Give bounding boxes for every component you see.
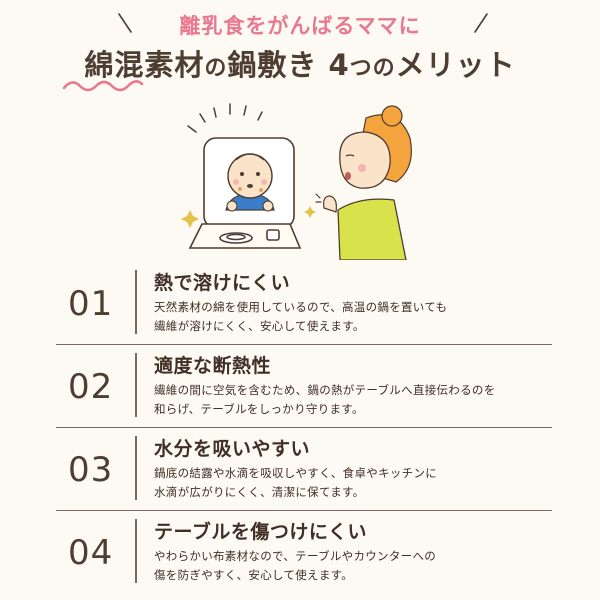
feature-number: 02: [68, 367, 114, 407]
feature-title: 適度な断熱性: [154, 355, 272, 377]
mother-illustration: [315, 105, 412, 260]
feature-description-line: やわらかい布素材なので、テーブルやカウンターへの: [154, 549, 437, 563]
title-end: メリット: [395, 48, 516, 82]
feature-description-line: 繊維の間に空気を含むため、鍋の熱がテーブルへ直接伝わるのを: [154, 383, 496, 397]
header: 離乳食をがんばるママに 綿混素材の鍋敷き 4つのメリット: [0, 0, 600, 100]
right-accent-slash-icon: [474, 13, 488, 33]
feature-title: 水分を吸いやすい: [154, 438, 311, 460]
feature-title: 熱で溶けにくい: [154, 272, 291, 294]
title-particle-1: の: [204, 56, 228, 81]
feature-divider: [135, 519, 137, 583]
feature-item-4: 04 テーブルを傷つけにくい やわらかい布素材なので、テーブルやカウンターへの …: [56, 511, 552, 593]
feature-item-1: 01 熱で溶けにくい 天然素材の綿を使用しているので、高温の鍋を置いても 繊維が…: [56, 262, 552, 345]
feature-description: 鍋底の結露や水滴を吸収しやすく、食卓やキッチンに 水滴が広がりにくく、清潔に保て…: [154, 464, 544, 502]
feature-divider: [135, 353, 137, 417]
mother-and-baby-illustration: [181, 103, 412, 260]
feature-number: 04: [68, 533, 114, 573]
feature-description-line: 繊維が溶けにくく、安心して使えます。: [154, 319, 365, 333]
baby-in-highchair-illustration: [225, 153, 275, 212]
feature-item-2: 02 適度な断熱性 繊維の間に空気を含むため、鍋の熱がテーブルへ直接伝わるのを …: [56, 345, 552, 428]
title-particle-2: つの: [349, 56, 396, 81]
tray: [188, 223, 302, 249]
title-number: 4: [328, 48, 350, 82]
subtitle: 離乳食をがんばるママに: [179, 14, 421, 38]
feature-list: 01 熱で溶けにくい 天然素材の綿を使用しているので、高温の鍋を置いても 繊維が…: [56, 262, 552, 593]
sparkle-icon: [181, 206, 316, 228]
title-main: 綿混素材: [84, 48, 205, 82]
feature-description: 天然素材の綿を使用しているので、高温の鍋を置いても 繊維が溶けにくく、安心して使…: [154, 298, 544, 336]
feature-description-line: 水滴が広がりにくく、清潔に保てます。: [154, 485, 365, 499]
feature-divider: [135, 436, 137, 500]
pink-squiggle-icon: [62, 80, 144, 92]
title-mid: 鍋敷き: [227, 48, 318, 82]
feature-description: 繊維の間に空気を含むため、鍋の熱がテーブルへ直接伝わるのを 和らげ、テーブルをし…: [154, 381, 544, 419]
feature-description-line: 天然素材の綿を使用しているので、高温の鍋を置いても: [154, 300, 448, 314]
feature-description-line: 和らげ、テーブルをしっかり守ります。: [154, 402, 364, 416]
feature-description-line: 傷を防ぎやすく、安心して使えます。: [154, 568, 354, 582]
feature-item-3: 03 水分を吸いやすい 鍋底の結露や水滴を吸収しやすく、食卓やキッチンに 水滴が…: [56, 428, 552, 511]
left-accent-slash-icon: [118, 13, 132, 33]
feature-number: 03: [68, 450, 114, 490]
feature-title: テーブルを傷つけにくい: [154, 521, 367, 543]
feature-divider: [135, 270, 137, 334]
page-title: 綿混素材の鍋敷き 4つのメリット: [0, 42, 600, 84]
feature-description-line: 鍋底の結露や水滴を吸収しやすく、食卓やキッチンに: [154, 466, 438, 480]
feature-description: やわらかい布素材なので、テーブルやカウンターへの 傷を防ぎやすく、安心して使えま…: [154, 547, 544, 585]
surprise-lines-icon: [187, 103, 263, 133]
feature-number: 01: [68, 284, 114, 324]
